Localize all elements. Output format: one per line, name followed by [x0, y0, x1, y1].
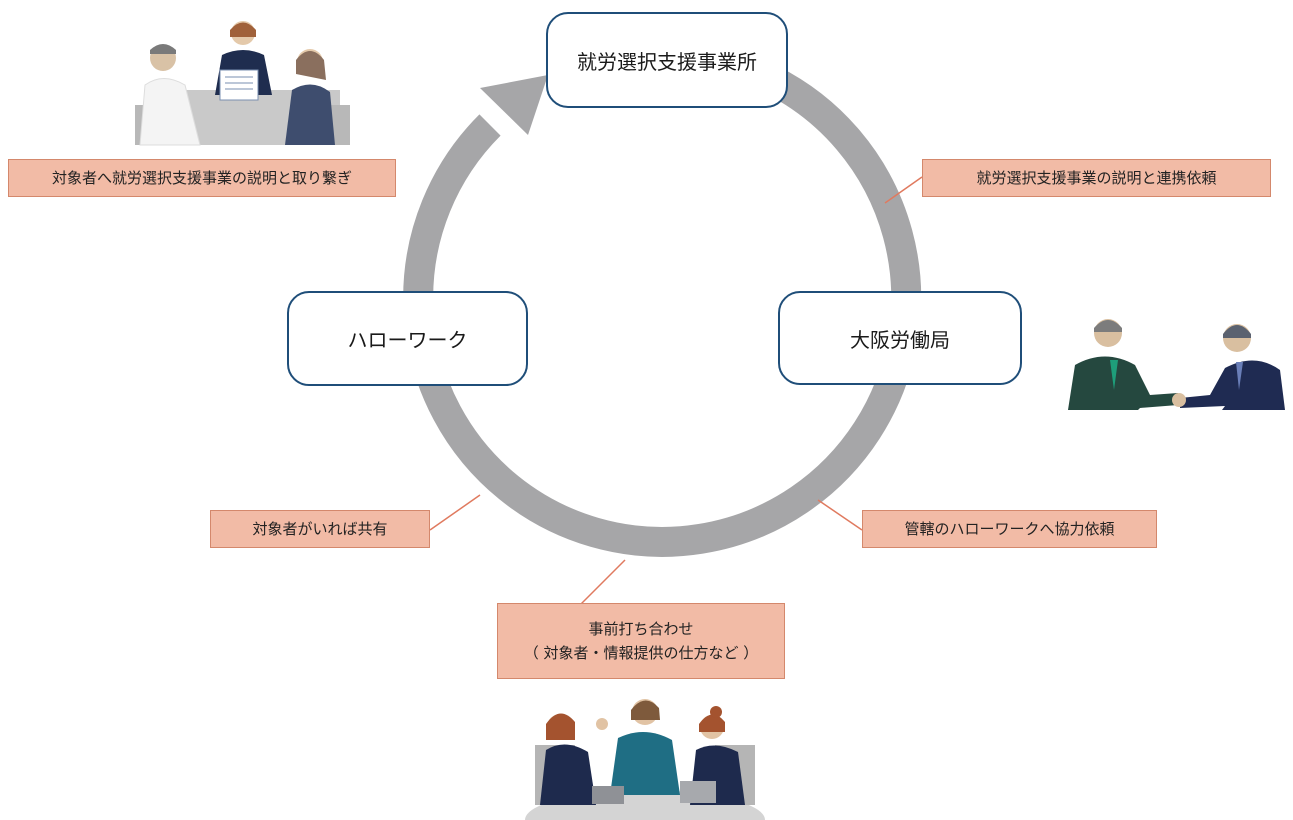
meeting-three-people-illustration: [135, 21, 350, 146]
label-share-if-target: 対象者がいれば共有: [210, 510, 430, 548]
connector-bottom-left: [429, 494, 481, 531]
node-hello-work: ハローワーク: [287, 291, 528, 386]
cycle-arrowhead: [480, 75, 548, 135]
node-osaka-labour-bureau: 大阪労働局: [778, 291, 1022, 385]
label-prior-meeting-line2: （ 対象者・情報提供の仕方など ）: [523, 644, 759, 662]
label-explain-and-connect: 対象者へ就労選択支援事業の説明と取り繋ぎ: [8, 159, 396, 197]
node-employment-support-office: 就労選択支援事業所: [546, 12, 788, 108]
label-prior-meeting-line1: 事前打ち合わせ: [588, 620, 694, 638]
handshake-illustration: [1068, 319, 1285, 410]
label-prior-meeting: 事前打ち合わせ （ 対象者・情報提供の仕方など ）: [497, 603, 785, 679]
label-explain-and-request-cooperation: 就労選択支援事業の説明と連携依頼: [922, 159, 1271, 197]
connector-bottom-center: [579, 559, 626, 606]
team-meeting-laptops-illustration: [525, 699, 765, 820]
connector-bottom-right: [817, 499, 863, 531]
label-request-hello-work-cooperation: 管轄のハローワークへ協力依頼: [862, 510, 1157, 548]
connector-top-right: [884, 176, 923, 204]
